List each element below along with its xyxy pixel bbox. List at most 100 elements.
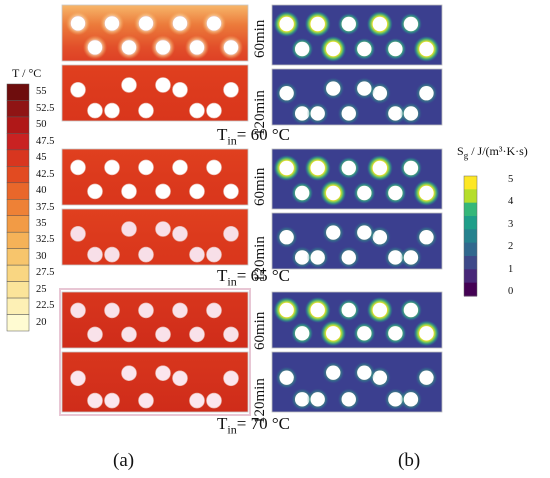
temperature-colorbar-tick: 42.5 [36,168,55,180]
hole [121,77,137,93]
hole [388,392,403,407]
time-label-60min-b: 60min [252,167,268,206]
hole [326,225,341,240]
hole [155,221,171,237]
hole [372,302,388,318]
hole [326,326,341,341]
temperature-colorbar-cell [6,231,30,249]
time-label-60min-c: 60min [252,311,268,350]
hole [310,160,325,176]
entropy-panel [271,351,443,413]
hole [104,246,120,263]
hole [372,230,388,245]
hole [121,365,137,381]
hole [121,183,137,200]
hole [326,365,341,380]
hole [223,370,239,387]
entropy-colorbar-cell [464,242,477,257]
hole [155,77,171,93]
temperature-colorbar-tick: 35 [36,217,47,229]
hole [279,370,294,385]
hole [138,302,154,319]
temperature-panel [61,208,249,266]
temperature-colorbar-tick: 30 [36,250,47,262]
hole [279,86,294,101]
hole [310,250,325,265]
entropy-colorbar-cell [464,229,477,244]
hole [223,183,239,200]
hole [310,16,325,32]
hole [70,370,86,387]
temperature-colorbar-cell [6,166,30,184]
hole [388,185,403,201]
hole [206,392,222,409]
hole [138,159,154,176]
hole [372,86,388,101]
hole [403,106,419,121]
hole [155,365,171,381]
temperature-colorbar-cell [6,314,30,332]
temperature-colorbar [6,83,30,332]
hole [310,302,325,318]
temperature-colorbar-tick: 55 [36,86,47,98]
hole [419,326,434,341]
hole [388,250,403,265]
hole [388,106,403,121]
time-label-60min-a: 60min [252,19,268,58]
temperature-colorbar-cell [6,215,30,233]
temperature-panel [61,351,249,413]
hole [121,39,137,56]
temperature-colorbar-cell [6,264,30,282]
hole [341,250,356,265]
time-label-120min-a: 120min [252,90,268,136]
hole [403,160,419,176]
hole [279,16,294,32]
hole [172,82,188,98]
hole [223,326,239,343]
temperature-colorbar-cell [6,199,30,216]
hole [189,102,205,119]
hole [87,392,103,409]
hole [155,183,171,200]
temperature-colorbar-cell [6,133,30,151]
hole [403,392,419,407]
hole [310,106,325,121]
hole [104,159,120,176]
hole [206,102,222,119]
hole [138,15,154,32]
hole [403,250,419,265]
temperature-colorbar-title: T / °C [12,66,42,80]
hole [155,326,171,343]
hole [294,392,310,407]
hole [279,230,294,245]
hole [357,41,372,57]
hole [138,102,154,119]
temperature-colorbar-cell [6,149,30,167]
entropy-panel [271,68,443,126]
entropy-colorbar-tick: 2 [508,241,514,253]
hole [172,15,188,32]
entropy-colorbar-cell [464,216,477,230]
temperature-colorbar-cell [6,281,30,299]
entropy-colorbar-cell [464,176,477,190]
entropy-colorbar-title: Sg / J/(m³·K·s) [457,144,528,162]
hole [294,41,310,57]
hole [87,183,103,200]
hole [372,370,388,385]
entropy-colorbar-tick: 3 [508,218,514,230]
hole [121,221,137,237]
hole [419,230,434,245]
hole [357,365,372,380]
hole [189,183,205,200]
temperature-colorbar-tick: 25 [36,283,47,295]
entropy-panel [271,212,443,270]
hole [326,81,341,96]
hole [310,392,325,407]
hole [70,302,86,319]
hole [223,39,239,56]
entropy-colorbar-tick: 5 [508,174,514,185]
temperature-colorbar-tick: 32.5 [36,234,55,246]
temperature-colorbar-tick: 22.5 [36,300,55,312]
temperature-colorbar-cell [6,100,30,118]
